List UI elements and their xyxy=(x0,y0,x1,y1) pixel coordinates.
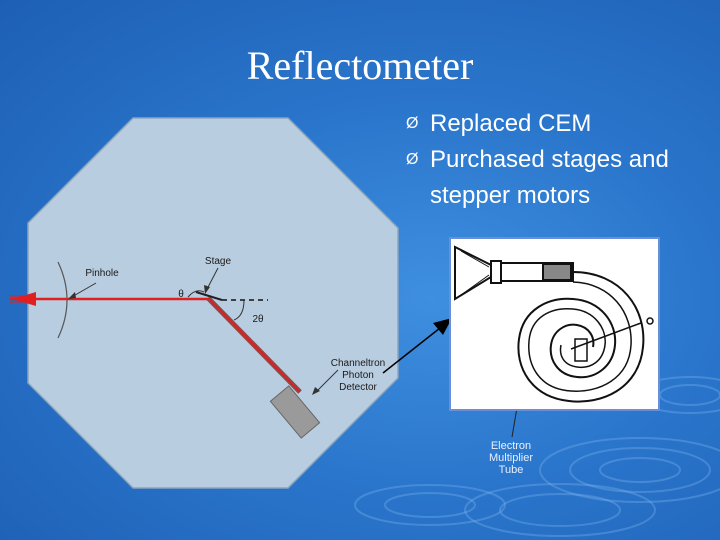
arrow-bullet-icon: Ø xyxy=(406,151,419,168)
two-theta-arc xyxy=(233,299,245,321)
beam-arrowhead xyxy=(12,292,36,306)
pinhole-label: Pinhole xyxy=(85,268,119,279)
electron-multiplier-label: Electron Multiplier Tube xyxy=(488,440,533,476)
bullet-purchased-stages: Ø Purchased stages and stepper motors xyxy=(402,142,720,214)
stage-label: Stage xyxy=(204,256,232,267)
bullet-text: Replaced CEM xyxy=(430,110,592,137)
tube-anode xyxy=(574,338,588,362)
tube-neck xyxy=(490,260,502,284)
cem-arrowhead xyxy=(433,318,452,335)
stage-pointer-head xyxy=(204,285,210,294)
reflected-beam-core xyxy=(207,297,301,393)
arrow-bullet-icon: Ø xyxy=(406,115,419,132)
tube-funnel xyxy=(454,245,492,301)
electron-multiplier-image xyxy=(449,237,660,411)
photon-detector xyxy=(269,385,321,439)
two-theta-label: 2θ xyxy=(252,314,264,325)
detector-pointer-head xyxy=(312,387,320,395)
bullet-text: Purchased stages and stepper motors xyxy=(430,146,669,209)
bullet-replaced-cem: Ø Replaced CEM xyxy=(402,106,720,142)
detector-pointer xyxy=(315,369,339,393)
bullet-list: Ø Replaced CEM Ø Purchased stages and st… xyxy=(402,106,720,214)
slide-title: Reflectometer xyxy=(246,43,474,88)
theta-arc xyxy=(187,290,205,298)
detector-label: Channeltron Photon Detector xyxy=(330,358,386,393)
tube-spiral xyxy=(517,271,645,403)
pinhole-pointer-head xyxy=(68,292,76,299)
cem-arrow-line xyxy=(382,327,441,374)
tube-coating xyxy=(542,263,572,281)
stage-sample xyxy=(195,291,223,301)
theta-label: θ xyxy=(178,289,184,300)
spiral-tube-drawing xyxy=(454,245,654,403)
